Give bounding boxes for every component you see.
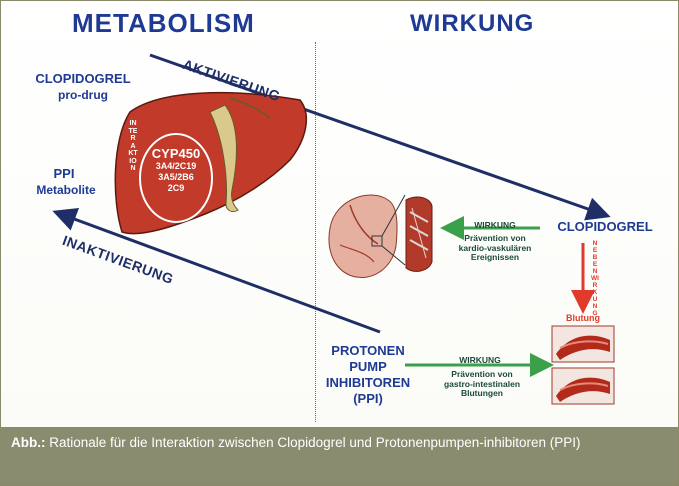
stomach-illustration-top (551, 325, 615, 363)
ppi-line-4: (PPI) (353, 391, 383, 406)
cyp-isoform-3: 2C9 (167, 183, 185, 193)
ppi-line-3: INHIBITOREN (325, 375, 411, 390)
ppi-line-2: PUMP (349, 359, 387, 374)
effect-text-cardio: Prävention von kardio-vaskulären Ereigni… (446, 233, 544, 263)
liver-illustration (114, 92, 308, 235)
cyp450-label: CYP450 (151, 146, 201, 161)
liver-enzyme-block: CYP450 3A4/2C19 3A5/2B6 2C9 (140, 146, 212, 194)
effect-text-gi: Prävention von gastro-intestinalen Blutu… (422, 369, 542, 399)
effect-gi-line-1: Prävention von (451, 369, 513, 379)
center-divider (315, 42, 316, 422)
clopidogrel-label-right: CLOPIDOGREL (557, 219, 653, 234)
caption-prefix: Abb.: (11, 435, 46, 450)
cyp-isoform-1: 3A4/2C19 (155, 161, 197, 171)
ppi-label-left: PPI (53, 166, 75, 181)
prodrug-label: pro-drug (58, 88, 108, 102)
stomach-illustration-bottom (551, 367, 615, 405)
side-effect-label: NEBENWIRKUNG (591, 240, 599, 317)
ppi-label-right: PROTONEN PUMP INHIBITOREN (PPI) (318, 343, 418, 407)
activation-arrow (149, 53, 611, 221)
interaction-label: INTERAKTION (128, 120, 138, 172)
effect-gi-line-3: Blutungen (460, 388, 504, 398)
heading-wirkung: WIRKUNG (410, 10, 535, 37)
caption-text: Rationale für die Interaktion zwischen C… (45, 435, 581, 450)
effect-gi-line-2: gastro-intestinalen (443, 378, 521, 389)
figure-caption: Abb.: Rationale für die Interaktion zwis… (1, 427, 678, 485)
effect-cardio-line-2: kardio-vaskulären (458, 242, 532, 253)
effect-label-cardio: WIRKUNG (474, 220, 516, 230)
clopidogrel-label-left: CLOPIDOGREL (35, 71, 131, 86)
ppi-line-1: PROTONEN (331, 343, 405, 358)
effect-cardio-line-1: Prävention von (464, 233, 526, 243)
inactivation-arrow (52, 207, 381, 334)
effect-label-gi: WIRKUNG (459, 355, 501, 365)
effect-cardio-line-3: Ereignissen (470, 252, 520, 262)
heart-illustration (328, 194, 433, 278)
metabolite-label: Metabolite (36, 183, 96, 197)
cyp-isoform-2: 3A5/2B6 (158, 172, 194, 182)
heading-metabolism: METABOLISM (72, 8, 255, 38)
bleeding-label: Blutung (566, 313, 600, 323)
